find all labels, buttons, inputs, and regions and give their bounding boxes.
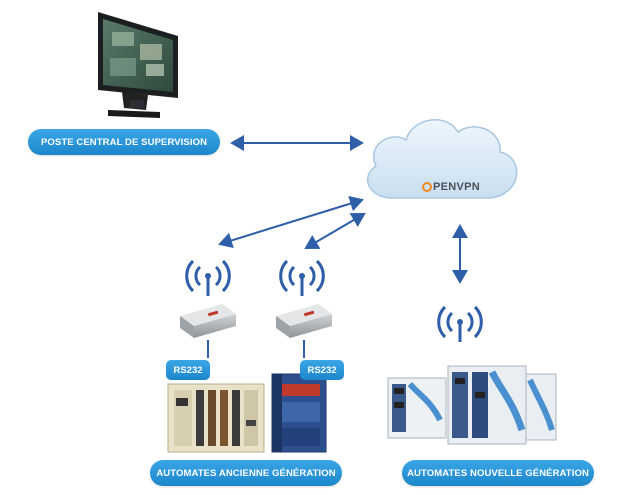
antenna-icon — [185, 259, 231, 296]
cloud-icon — [366, 119, 518, 199]
openvpn-o-icon — [422, 182, 432, 192]
openvpn-logo-open: PEN — [433, 181, 457, 193]
modem-icon — [276, 304, 332, 338]
modem-icon — [180, 304, 236, 338]
openvpn-logo: PEN VPN — [422, 178, 502, 196]
plc-rack-icon — [525, 373, 557, 441]
antenna-icon — [279, 259, 325, 296]
new-plc-label: AUTOMATES NOUVELLE GÉNÉRATION — [402, 460, 594, 486]
plc-rack-icon — [271, 373, 327, 453]
arrow-cloud-left-site — [218, 195, 364, 249]
plc-rack-icon — [167, 383, 265, 453]
plc-rack-icon — [447, 365, 527, 445]
old-plc-label: AUTOMATES ANCIENNE GÉNÉRATION — [150, 460, 342, 486]
rs232-label-right: RS232 — [300, 360, 344, 380]
connection-arrows — [218, 135, 468, 284]
arrow-cloud-right-site — [304, 212, 366, 250]
central-supervision-label: POSTE CENTRAL DE SUPERVISION — [28, 129, 220, 155]
monitor-icon — [98, 12, 178, 118]
openvpn-logo-vpn: VPN — [456, 181, 481, 193]
plc-rack-icon — [387, 377, 447, 439]
antenna-icon — [437, 305, 483, 342]
rs232-label-left: RS232 — [166, 360, 210, 380]
